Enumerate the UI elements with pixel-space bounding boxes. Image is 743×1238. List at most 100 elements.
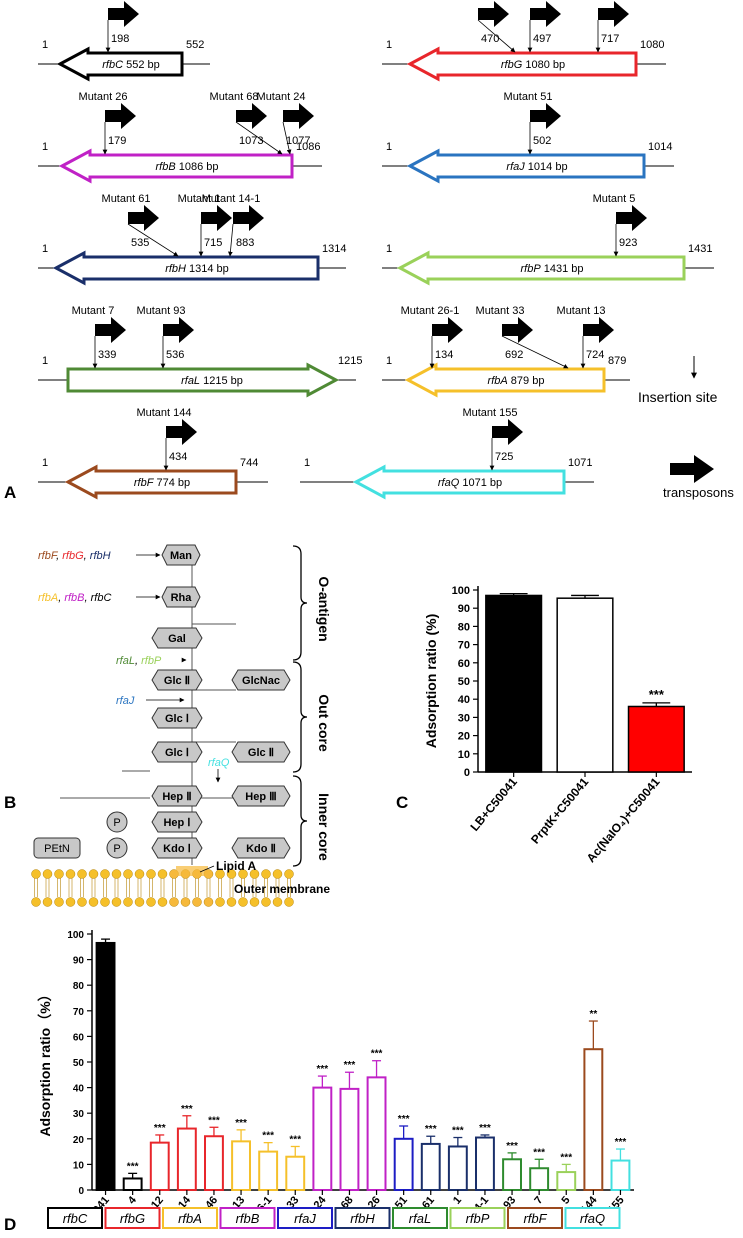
significance-label: *** [127, 1161, 139, 1172]
y-tick-label: 70 [73, 1007, 85, 1018]
mutant-label: Mutant 61 [102, 193, 151, 205]
transposon-arrow [598, 1, 629, 27]
y-tick-label: 10 [73, 1160, 85, 1171]
transposon-arrow [432, 317, 463, 343]
panel-label-d: D [4, 1215, 16, 1234]
section-inner-core: Inner core [316, 793, 332, 861]
y-tick-label: 0 [78, 1186, 84, 1197]
svg-text:Glc Ⅱ: Glc Ⅱ [164, 675, 190, 687]
mutant-label: Mutant 24 [257, 91, 306, 103]
insertion-position: 725 [495, 451, 513, 463]
transposon-arrow [492, 419, 523, 445]
transposon-arrow [128, 205, 159, 231]
mutant-label: Mutant 33 [476, 305, 525, 317]
y-axis-label: Adsorption ratio (%) [423, 614, 439, 749]
legend-entry-rfaQ: rfaQ [580, 1211, 605, 1226]
lps-structure: Man Rha Gal Glc Ⅱ GlcNac Glc Ⅰ Glc Ⅰ Gl [31, 544, 332, 907]
gene-end: 1080 [640, 39, 664, 51]
significance-label: *** [208, 1115, 220, 1126]
sugar-man: Man [161, 544, 201, 566]
transposon-arrow [233, 205, 264, 231]
label-rfbf-rfbg-rfbh: rfbF, rfbG, rfbH [38, 550, 111, 562]
insertion-position: 883 [236, 237, 254, 249]
insertion-pointer [477, 19, 516, 53]
y-tick-label: 30 [73, 1109, 85, 1120]
legend-entry-rfbH: rfbH [350, 1211, 375, 1226]
svg-text:Glc Ⅰ: Glc Ⅰ [165, 713, 189, 725]
gene-label-rfbG: rfbG 1080 bp [501, 59, 565, 71]
svg-text:Glc Ⅰ: Glc Ⅰ [165, 747, 189, 759]
panel-label-b: B [4, 793, 16, 812]
mutant-label: Mutant 4 [85, 0, 128, 1]
mutant-label: Mutant 26-1 [401, 305, 460, 317]
gene-start: 1 [386, 355, 392, 367]
insertion-pointer [235, 121, 283, 155]
bar [204, 1135, 224, 1191]
insertion-position: 339 [98, 349, 116, 361]
transposon-arrow [95, 317, 126, 343]
transposon-arrow [166, 419, 197, 445]
gene-label-rfbF: rfbF 774 bp [134, 477, 190, 489]
y-tick-label: 40 [458, 694, 470, 706]
mutant-label: Mutant 155 [462, 407, 517, 419]
gene-end: 1314 [322, 243, 346, 255]
insertion-position: 497 [533, 33, 551, 45]
gene-end: 1431 [688, 243, 712, 255]
sugar-hep2: Hep Ⅱ [151, 785, 203, 807]
gene-start: 1 [42, 457, 48, 469]
insertion-position: 923 [619, 237, 637, 249]
outer-membrane [31, 866, 294, 907]
mutant-label: Mutant 14-1 [202, 193, 261, 205]
legend-swatch [47, 1207, 103, 1229]
legend-swatch [104, 1207, 161, 1229]
insertion-position: 715 [204, 237, 222, 249]
insertion-position: 692 [505, 349, 523, 361]
insertion-position: 717 [601, 33, 619, 45]
significance-label: *** [398, 1114, 410, 1125]
gene-start: 1 [42, 243, 48, 255]
significance-label: *** [425, 1124, 437, 1135]
y-tick-label: 100 [452, 585, 470, 597]
gene-maps: rfbC 552 bp1552Mutant 4198rfbG 1080 bp11… [38, 0, 714, 500]
y-tick-label: 50 [458, 676, 470, 688]
sugar-kdo1: Kdo Ⅰ [151, 837, 203, 859]
legend-swatch [392, 1207, 448, 1229]
svg-text:P: P [113, 843, 120, 855]
gene-start: 1 [304, 457, 310, 469]
x-tick-label: 7 [532, 1194, 545, 1206]
svg-text:Kdo Ⅱ: Kdo Ⅱ [246, 843, 276, 855]
gene-rfbG: rfbG 1080 bp11080Mutant 14470Mutant 4649… [382, 0, 666, 82]
bar [258, 1150, 279, 1191]
y-tick-label: 90 [73, 956, 85, 967]
significance-label: *** [289, 1134, 301, 1145]
gene-start: 1 [42, 141, 48, 153]
insertion-position: 134 [435, 349, 453, 361]
gene-end: 1014 [648, 141, 672, 153]
significance-label: *** [317, 1064, 329, 1075]
bar [447, 1145, 468, 1191]
gene-end: 1215 [338, 355, 362, 367]
significance-label: *** [560, 1152, 572, 1163]
x-tick-label: LB+C50041 [467, 775, 520, 834]
significance-label: *** [649, 687, 665, 702]
legend-entry-rfaL: rfaL [409, 1211, 431, 1226]
svg-text:Gal: Gal [168, 633, 186, 645]
y-tick-label: 90 [458, 603, 470, 615]
bar [610, 1159, 631, 1192]
gene-label-rfaL: rfaL 1215 bp [181, 375, 243, 387]
legend-entry-rfaJ: rfaJ [294, 1211, 316, 1226]
sugar-glc1b: Glc Ⅰ [151, 741, 203, 763]
svg-text:Hep Ⅰ: Hep Ⅰ [163, 817, 190, 829]
transposon-arrow [502, 317, 533, 343]
insertion-site-label: Insertion site [638, 389, 718, 405]
